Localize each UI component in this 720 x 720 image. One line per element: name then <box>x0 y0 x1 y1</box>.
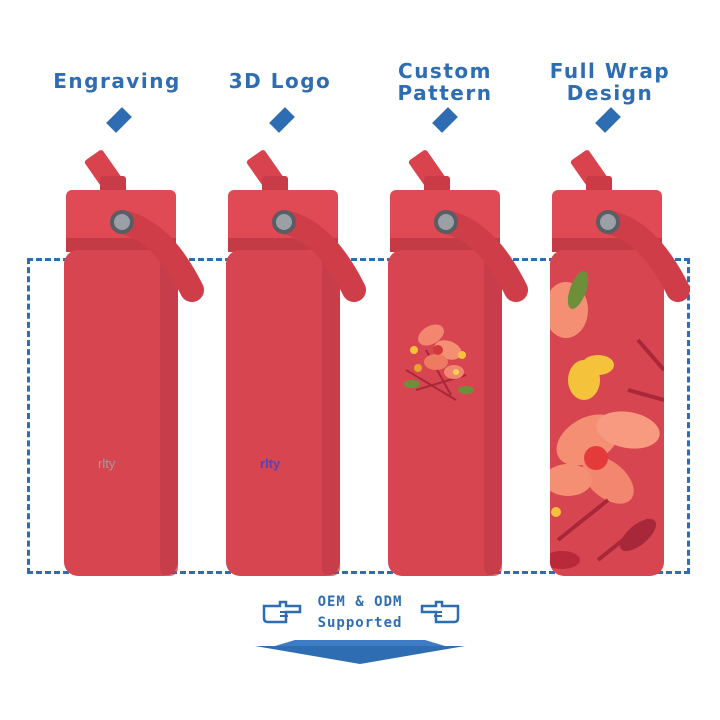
diamond-icon <box>432 107 458 133</box>
label-full-wrap-line2: Design <box>566 81 654 105</box>
label-3d-logo: 3D Logo <box>215 70 345 92</box>
bottle-engraving: rlty <box>52 140 204 580</box>
label-engraving: Engraving <box>52 70 182 92</box>
bottle-3d-logo: rlty <box>214 140 366 580</box>
oem-line1: OEM & ODM <box>317 594 403 610</box>
label-full-wrap: Full Wrap Design <box>540 60 680 104</box>
label-engraving-text: Engraving <box>53 69 181 93</box>
label-custom-pattern: Custom Pattern <box>380 60 510 104</box>
diamond-icon <box>595 107 621 133</box>
diamond-icon <box>269 107 295 133</box>
pointing-hand-right-icon <box>260 592 304 632</box>
bottle-custom-pattern <box>376 140 528 580</box>
pointing-hand-left-icon <box>418 592 462 632</box>
oem-line2: Supported <box>317 615 403 631</box>
3d-logo: rlty <box>260 456 281 471</box>
straw-lid-icon <box>84 150 126 194</box>
bottle-full-wrap <box>538 140 690 580</box>
diamond-icon <box>106 107 132 133</box>
customization-frame <box>27 258 690 574</box>
label-full-wrap-line1: Full Wrap <box>549 59 671 83</box>
down-arrow-icon <box>255 640 465 664</box>
label-custom-pattern-line2: Pattern <box>397 81 493 105</box>
engraved-logo: rlty <box>98 456 116 471</box>
label-custom-pattern-line1: Custom <box>398 59 492 83</box>
full-wrap-floral-pattern <box>550 271 664 569</box>
label-3d-logo-text: 3D Logo <box>228 69 332 93</box>
small-floral-pattern <box>404 324 474 401</box>
